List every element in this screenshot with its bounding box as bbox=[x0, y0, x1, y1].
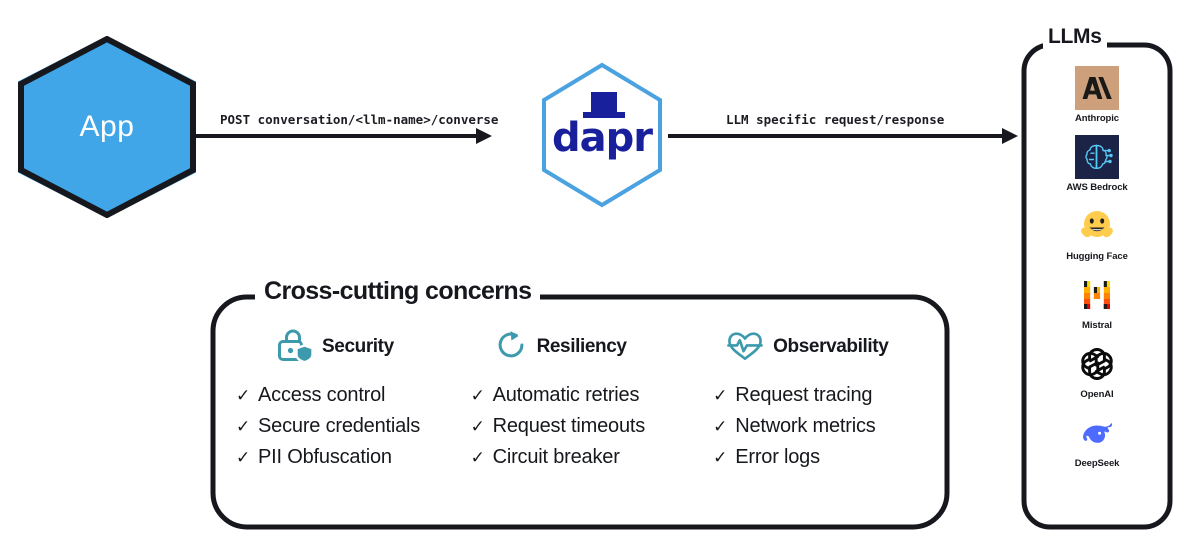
check-icon: ✓ bbox=[470, 417, 485, 436]
list-item: ✓ Request tracing bbox=[713, 380, 940, 411]
concern-heading-security: Security bbox=[224, 326, 471, 368]
llm-name: Hugging Face bbox=[1066, 251, 1128, 262]
concern-column-security: Security ✓ Access control ✓ Secure crede… bbox=[224, 326, 471, 473]
arrow-line bbox=[668, 134, 1004, 138]
check-icon: ✓ bbox=[713, 417, 728, 436]
llm-item-openai[interactable]: OpenAI bbox=[1021, 342, 1173, 400]
arrow-dapr-to-llms-label: LLM specific request/response bbox=[726, 112, 945, 127]
llm-name: AWS Bedrock bbox=[1066, 182, 1128, 193]
anthropic-icon bbox=[1075, 66, 1119, 110]
concern-heading-observability: Observability bbox=[713, 326, 940, 368]
heart-pulse-icon bbox=[725, 328, 765, 367]
llm-item-deepseek[interactable]: DeepSeek bbox=[1021, 411, 1173, 469]
refresh-circle-icon bbox=[493, 327, 529, 368]
cross-cutting-panel-border bbox=[210, 294, 950, 530]
aws-bedrock-icon bbox=[1075, 135, 1119, 179]
arrow-head-icon bbox=[476, 128, 492, 144]
llms-panel-title: LLMs bbox=[1043, 25, 1107, 49]
concern-heading-label: Security bbox=[322, 336, 394, 357]
llm-provider-list: Anthropic bbox=[1021, 66, 1173, 469]
llm-name: OpenAI bbox=[1080, 389, 1114, 400]
list-item-label: Secure credentials bbox=[258, 415, 421, 437]
list-item: ✓ Error logs bbox=[713, 442, 940, 473]
app-node: App bbox=[18, 36, 196, 218]
list-item: ✓ Network metrics bbox=[713, 411, 940, 442]
llm-name: DeepSeek bbox=[1074, 458, 1120, 469]
llm-name: Mistral bbox=[1082, 320, 1112, 331]
deepseek-icon bbox=[1075, 411, 1119, 455]
concern-column-observability: Observability ✓ Request tracing ✓ Networ… bbox=[713, 326, 940, 473]
hugging-face-icon bbox=[1075, 204, 1119, 248]
list-item-label: Error logs bbox=[735, 446, 820, 468]
check-icon: ✓ bbox=[236, 448, 251, 467]
concern-item-list-security: ✓ Access control ✓ Secure credentials ✓ … bbox=[224, 380, 471, 473]
list-item: ✓ PII Obfuscation bbox=[236, 442, 471, 473]
app-hexagon-outline bbox=[18, 36, 196, 218]
llm-item-mistral[interactable]: Mistral bbox=[1021, 273, 1173, 331]
list-item: ✓ Access control bbox=[236, 380, 471, 411]
list-item: ✓ Request timeouts bbox=[471, 411, 714, 442]
arrow-head-icon bbox=[1002, 128, 1018, 144]
dapr-wordmark: dapr bbox=[552, 114, 653, 161]
cross-cutting-concerns-panel: Cross-cutting concerns bbox=[210, 277, 950, 530]
check-icon: ✓ bbox=[713, 448, 728, 467]
check-icon: ✓ bbox=[470, 386, 485, 405]
llms-panel: LLMs Anthropic bbox=[1021, 25, 1173, 530]
llm-name: Anthropic bbox=[1075, 113, 1119, 124]
llm-item-aws-bedrock[interactable]: AWS Bedrock bbox=[1021, 135, 1173, 193]
check-icon: ✓ bbox=[236, 386, 251, 405]
concern-heading-label: Observability bbox=[773, 336, 889, 357]
list-item-label: Circuit breaker bbox=[492, 446, 620, 468]
list-item: ✓ Secure credentials bbox=[236, 411, 471, 442]
arrow-line bbox=[196, 134, 478, 138]
concern-heading-resiliency: Resiliency bbox=[471, 326, 714, 368]
concern-column-resiliency: Resiliency ✓ Automatic retries ✓ Request… bbox=[471, 326, 714, 473]
app-label: App bbox=[79, 110, 135, 143]
llm-item-anthropic[interactable]: Anthropic bbox=[1021, 66, 1173, 124]
list-item-label: Request timeouts bbox=[492, 415, 646, 437]
concern-item-list-observability: ✓ Request tracing ✓ Network metrics ✓ Er… bbox=[713, 380, 940, 473]
concern-heading-label: Resiliency bbox=[536, 336, 627, 357]
list-item-label: Automatic retries bbox=[492, 384, 640, 406]
list-item: ✓ Circuit breaker bbox=[471, 442, 714, 473]
dapr-node: dapr bbox=[539, 62, 665, 208]
arrow-app-to-dapr-label: POST conversation/<llm-name>/converse bbox=[220, 112, 499, 127]
list-item-label: PII Obfuscation bbox=[258, 446, 392, 468]
openai-icon bbox=[1075, 342, 1119, 386]
lock-shield-icon bbox=[274, 326, 314, 369]
cross-cutting-columns: Security ✓ Access control ✓ Secure crede… bbox=[224, 326, 940, 473]
check-icon: ✓ bbox=[236, 417, 251, 436]
list-item-label: Request tracing bbox=[735, 384, 873, 406]
list-item: ✓ Automatic retries bbox=[471, 380, 714, 411]
cross-cutting-concerns-title: Cross-cutting concerns bbox=[255, 277, 541, 306]
list-item-label: Access control bbox=[258, 384, 386, 406]
llm-item-hugging-face[interactable]: Hugging Face bbox=[1021, 204, 1173, 262]
mistral-icon bbox=[1075, 273, 1119, 317]
concern-item-list-resiliency: ✓ Automatic retries ✓ Request timeouts ✓… bbox=[471, 380, 714, 473]
check-icon: ✓ bbox=[470, 448, 485, 467]
dapr-hexagon-outline bbox=[542, 62, 662, 208]
list-item-label: Network metrics bbox=[735, 415, 876, 437]
check-icon: ✓ bbox=[713, 386, 728, 405]
